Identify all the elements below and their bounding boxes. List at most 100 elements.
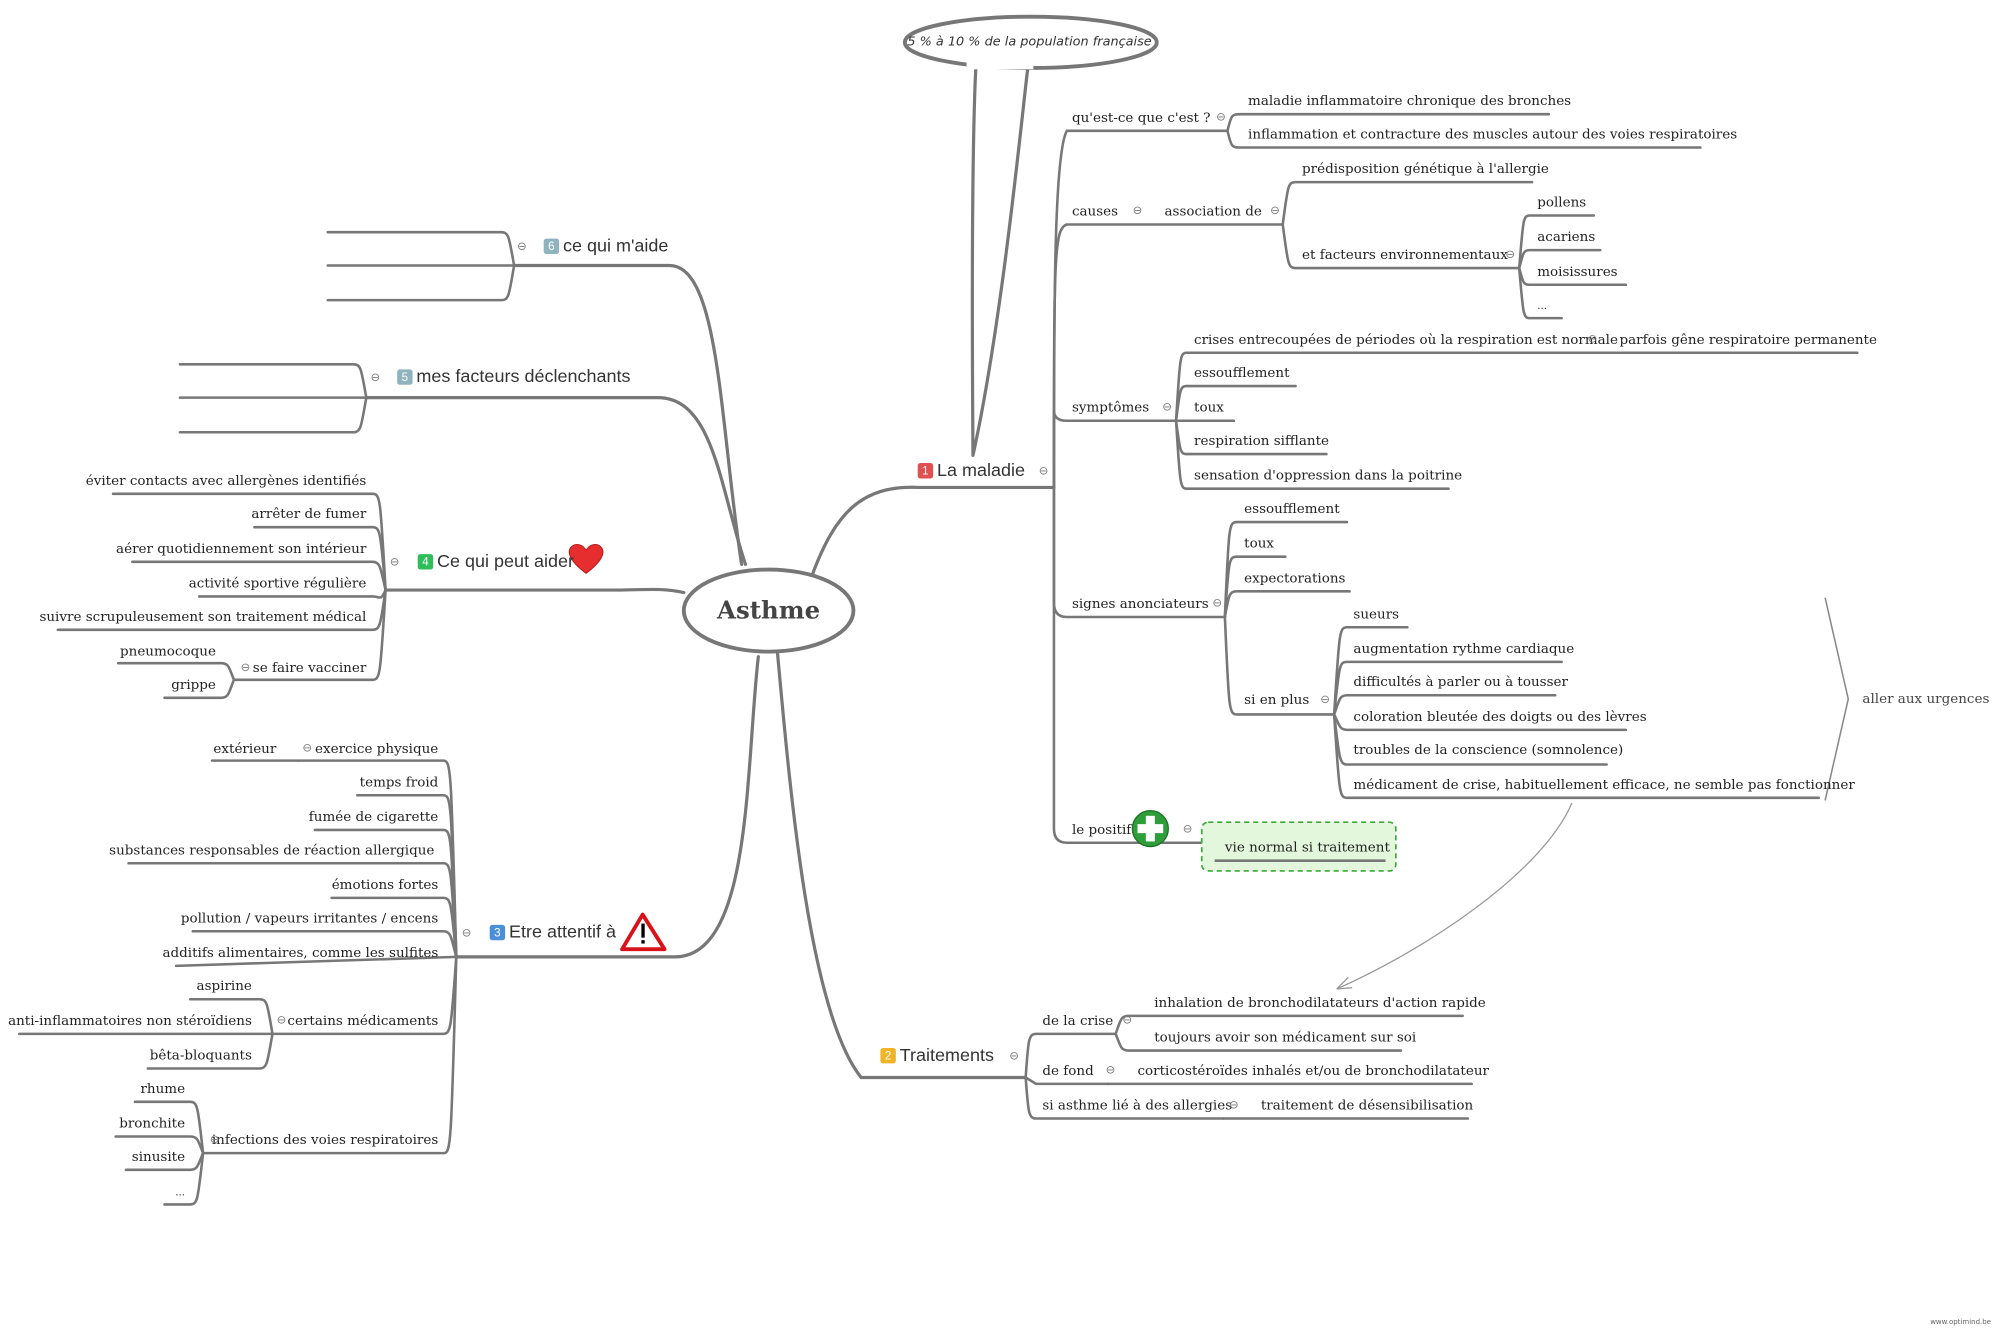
collapse-icon[interactable]: ⊖: [370, 371, 381, 385]
branch-number: 2: [880, 1047, 896, 1064]
node-leaf[interactable]: traitement de désensibilisation: [1260, 1097, 1474, 1114]
node-leaf[interactable]: temps froid: [359, 774, 439, 791]
node-medicaments[interactable]: certains médicaments: [287, 1013, 439, 1029]
node-leaf[interactable]: essoufflement: [1194, 365, 1290, 381]
positif-box: [1200, 821, 1397, 872]
node-si-en-plus[interactable]: si en plus: [1244, 692, 1310, 709]
node-leaf[interactable]: ...: [1537, 300, 1548, 312]
collapse-icon[interactable]: ⊖: [1270, 205, 1280, 219]
node-leaf[interactable]: respiration sifflante: [1194, 433, 1330, 449]
node-leaf[interactable]: moisissures: [1537, 264, 1618, 280]
collapse-icon[interactable]: ⊖: [1505, 248, 1516, 262]
node-leaf[interactable]: augmentation rythme cardiaque: [1353, 641, 1575, 657]
node-leaf[interactable]: prédisposition génétique à l'allergie: [1302, 161, 1549, 178]
node-leaf[interactable]: émotions fortes: [331, 877, 439, 893]
node-leaf[interactable]: fumée de cigarette: [308, 809, 439, 825]
node-leaf[interactable]: acariens: [1537, 229, 1596, 245]
collapse-icon[interactable]: ⊖: [1009, 1050, 1019, 1064]
node-leaf[interactable]: troubles de la conscience (somnolence): [1353, 742, 1624, 759]
collapse-icon[interactable]: ⊖: [1122, 1014, 1133, 1028]
node-exercice[interactable]: exercice physique: [315, 741, 439, 757]
node-leaf[interactable]: essoufflement: [1244, 501, 1340, 517]
node-leaf[interactable]: grippe: [171, 677, 216, 693]
node-leaf[interactable]: sueurs: [1353, 606, 1400, 623]
node-positif-item[interactable]: vie normal si traitement: [1224, 840, 1390, 856]
branch-label: ce qui m'aide: [562, 234, 669, 256]
node-leaf[interactable]: toux: [1244, 536, 1275, 552]
node-leaf[interactable]: rhume: [140, 1081, 186, 1097]
collapse-icon[interactable]: ⊖: [516, 241, 527, 254]
node-leaf[interactable]: maladie inflammatoire chronique des bron…: [1248, 93, 1572, 110]
node-leaf[interactable]: sinusite: [131, 1149, 186, 1165]
node-leaf[interactable]: coloration bleutée des doigts ou des lèv…: [1353, 709, 1647, 725]
node-crises[interactable]: crises entrecoupées de périodes où la re…: [1194, 332, 1618, 348]
node-leaf[interactable]: pollution / vapeurs irritantes / encens: [180, 910, 439, 927]
branch-number: 5: [397, 369, 413, 385]
node-leaf[interactable]: difficultés à parler ou à tousser: [1353, 674, 1568, 691]
node-fond[interactable]: de fond: [1042, 1063, 1094, 1079]
node-leaf[interactable]: bronchite: [119, 1115, 186, 1132]
node-leaf[interactable]: anti-inflammatoires non stéroïdiens: [8, 1013, 252, 1029]
collapse-icon[interactable]: ⊖: [276, 1014, 287, 1028]
node-crise[interactable]: de la crise: [1042, 1013, 1114, 1029]
collapse-icon[interactable]: ⊖: [1105, 1064, 1116, 1078]
node-leaf[interactable]: sensation d'oppression dans la poitrine: [1194, 468, 1463, 484]
collapse-icon[interactable]: ⊖: [209, 1133, 220, 1147]
node-leaf[interactable]: inflammation et contracture des muscles …: [1248, 126, 1738, 143]
collapse-icon[interactable]: ⊖: [1132, 205, 1143, 219]
collapse-icon[interactable]: ⊖: [389, 556, 400, 570]
node-leaf[interactable]: toujours avoir son médicament sur soi: [1154, 1030, 1417, 1046]
node-leaf[interactable]: aérer quotidiennement son intérieur: [116, 541, 367, 557]
branch-label: Traitements: [899, 1044, 995, 1065]
node-leaf[interactable]: médicament de crise, habituellement effi…: [1353, 777, 1855, 793]
node-leaf[interactable]: expectorations: [1244, 570, 1346, 587]
node-leaf[interactable]: suivre scrupuleusement son traitement mé…: [39, 609, 367, 625]
node-leaf[interactable]: arrêter de fumer: [251, 506, 367, 523]
node-leaf[interactable]: additifs alimentaires, comme les sulfite…: [162, 945, 439, 961]
node-env[interactable]: et facteurs environnementaux: [1302, 247, 1508, 263]
node-leaf[interactable]: activité sportive régulière: [188, 575, 367, 592]
node-leaf[interactable]: pollens: [1537, 194, 1587, 211]
node-leaf[interactable]: ...: [175, 1186, 186, 1199]
root-label[interactable]: Asthme: [717, 596, 821, 625]
node-leaf[interactable]: bêta-bloquants: [149, 1047, 252, 1064]
collapse-icon[interactable]: ⊖: [1320, 693, 1330, 707]
node-leaf[interactable]: toux: [1194, 400, 1224, 416]
collapse-icon[interactable]: ⊖: [302, 742, 313, 756]
collapse-icon[interactable]: ⊖: [1229, 1099, 1239, 1113]
node-quest[interactable]: qu'est-ce que c'est ?: [1071, 110, 1211, 126]
node-vacciner[interactable]: se faire vacciner: [252, 660, 367, 676]
node-association[interactable]: association de: [1164, 203, 1262, 220]
node-causes[interactable]: causes: [1071, 203, 1119, 220]
collapse-icon[interactable]: ⊖: [1038, 465, 1049, 479]
node-leaf[interactable]: corticostéroïdes inhalés et/ou de bronch…: [1137, 1063, 1489, 1079]
node-leaf[interactable]: éviter contacts avec allergènes identifi…: [85, 473, 367, 489]
collapse-icon[interactable]: ⊖: [240, 661, 251, 675]
node-leaf[interactable]: pneumocoque: [119, 643, 216, 660]
node-symptomes[interactable]: symptômes: [1071, 400, 1150, 416]
collapse-icon[interactable]: ⊖: [1212, 597, 1223, 611]
node-leaf[interactable]: parfois gêne respiratoire permanente: [1619, 332, 1877, 348]
node-positif[interactable]: le positif: [1071, 822, 1132, 838]
node-allergies[interactable]: si asthme lié à des allergies: [1042, 1097, 1233, 1114]
collapse-icon[interactable]: ⊖: [1162, 401, 1172, 415]
node-infections[interactable]: infections des voies respiratoires: [211, 1132, 439, 1149]
node-signes[interactable]: signes anonciateurs: [1071, 596, 1209, 612]
collapse-icon[interactable]: ⊖: [1216, 111, 1226, 125]
collapse-icon[interactable]: ⊖: [1182, 823, 1193, 837]
root-ellipse[interactable]: [681, 567, 856, 654]
node-leaf[interactable]: extérieur: [213, 741, 277, 757]
collapse-icon[interactable]: ⊖: [1587, 333, 1598, 347]
node-leaf[interactable]: aspirine: [196, 978, 252, 995]
node-leaf[interactable]: inhalation de bronchodilatateurs d'actio…: [1154, 995, 1486, 1011]
node-leaf[interactable]: substances responsables de réaction alle…: [109, 842, 435, 859]
collapse-icon[interactable]: ⊖: [461, 927, 472, 941]
